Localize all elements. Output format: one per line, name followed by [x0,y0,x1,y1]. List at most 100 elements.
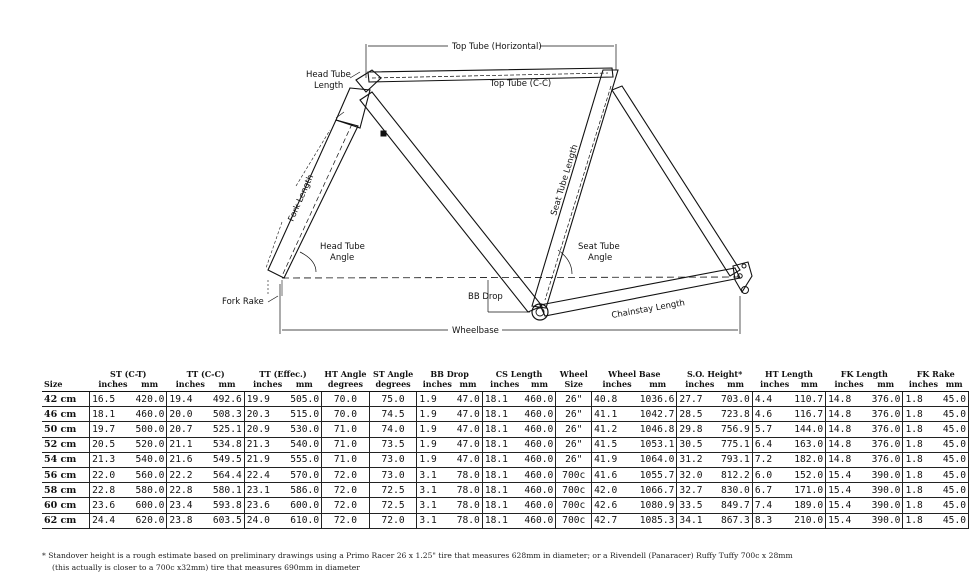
bike-geometry-diagram: Top Tube (Horizontal) Head Tube Length T… [222,42,753,336]
unit-label: inches [175,378,205,389]
inches-value: 27.7 [679,393,703,405]
table-cell: 23.8 603.5 [166,512,245,529]
mm-value: 603.5 [212,515,242,527]
column-header-title: HT Angle [324,369,367,379]
mm-value: 45.0 [942,439,966,451]
inches-value: 1.8 [905,393,923,405]
mm-value: 586.0 [290,484,320,496]
inches-value: 21.3 [246,439,270,451]
column-header-title: Wheel [559,369,588,379]
unit-label: inches [685,378,715,389]
inches-value: 1.9 [419,454,437,466]
inches-value: 22.0 [92,469,116,481]
column-header-units: degrees [327,378,364,389]
mm-value: 530.0 [290,423,320,435]
mm-value: 849.7 [720,499,750,511]
inches-value: 22.4 [246,469,270,481]
mm-value: 775.1 [720,439,750,451]
inches-value: 7.2 [754,454,773,466]
mm-value: 78.0 [456,469,480,481]
inches-value: 23.8 [169,515,193,527]
size-cell: 58 cm [42,482,90,499]
unit-label: mm [945,378,963,389]
table-cell: 74.5 [368,406,418,423]
inches-value: 14.8 [828,423,852,435]
inches-value: 24.4 [92,515,116,527]
mm-value: 460.0 [524,469,554,481]
table-cell: 71.0 [321,421,370,438]
mm-value: 593.8 [212,499,242,511]
chainstay-length-label: Chainstay Length [611,298,686,321]
inches-value: 21.1 [169,439,193,451]
inches-value: 18.1 [92,408,116,420]
table-cell: 26" [555,390,593,408]
mm-value: 1046.8 [639,423,675,435]
table-cell: 72.0 [321,512,370,529]
inches-value: 4.4 [754,393,773,405]
inches-value: 18.1 [484,408,508,420]
inches-value: 41.9 [594,454,618,466]
footnote-line-2: (this actually is closer to a 700c x32mm… [52,563,360,572]
mm-value: 460.0 [524,439,554,451]
inches-value: 23.1 [246,484,270,496]
inches-value: 41.6 [594,469,618,481]
mm-value: 534.8 [212,439,242,451]
mm-value: 116.7 [794,408,824,420]
mm-value: 390.0 [871,469,901,481]
mm-value: 793.1 [720,454,750,466]
inches-value: 22.8 [92,484,116,496]
unit-label: inches [422,378,452,389]
inches-value: 20.7 [169,423,193,435]
